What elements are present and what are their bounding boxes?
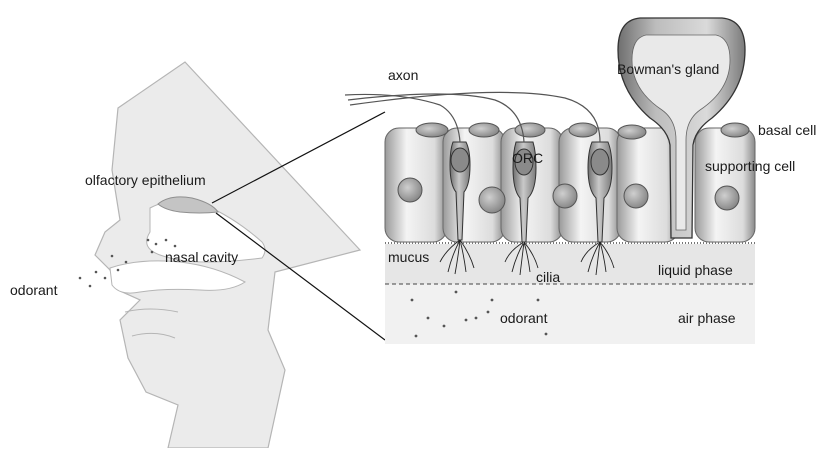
label-supporting-cell: supporting cell (705, 158, 795, 174)
label-liquid-phase: liquid phase (658, 262, 733, 278)
label-odorant-right: odorant (500, 310, 548, 326)
label-odorant-left: odorant (10, 282, 58, 298)
label-basal-cell: basal cell (758, 122, 816, 138)
label-mucus: mucus (388, 249, 429, 265)
label-axon: axon (388, 67, 418, 83)
label-orc: ORC (512, 150, 543, 166)
label-cilia: cilia (536, 269, 560, 285)
label-olfactory-epithelium: olfactory epithelium (85, 172, 206, 188)
label-air-phase: air phase (678, 310, 736, 326)
label-nasal-cavity: nasal cavity (165, 249, 238, 265)
label-bowmans-gland: Bowman's gland (617, 61, 719, 77)
